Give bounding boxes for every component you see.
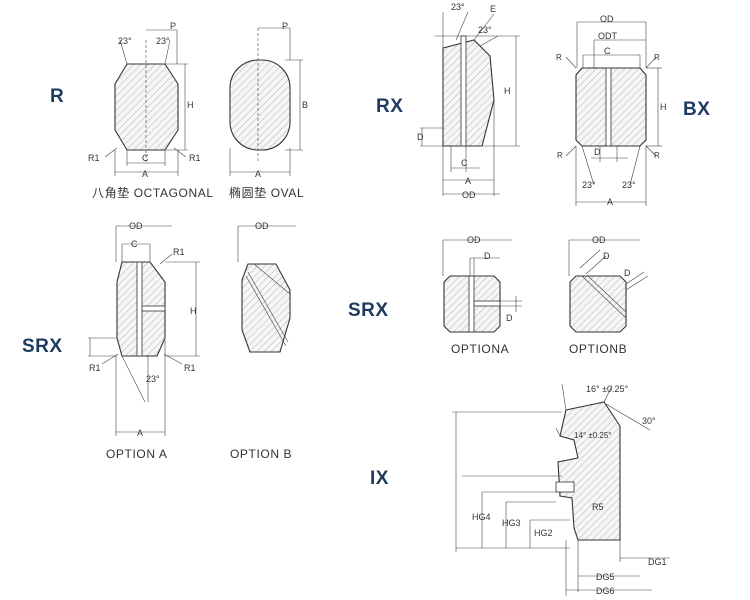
label-odt: ODT bbox=[598, 31, 618, 41]
caption-srx-optiona: OPTIONA bbox=[451, 342, 510, 356]
label-ix-dg5: DG5 bbox=[596, 572, 615, 582]
caption-srx-optionb: OPTIONB bbox=[569, 342, 628, 356]
label-srx-optiona-d-top: D bbox=[484, 251, 491, 261]
label-srx-optionb-d-right: D bbox=[624, 268, 631, 278]
label-bx-23-right: 23° bbox=[622, 180, 636, 190]
label-23-deg-left: 23° bbox=[118, 36, 132, 46]
srx-option-a-figure: OD C R1 H R1 R1 23° A bbox=[88, 221, 200, 438]
octagonal-ring-section bbox=[114, 63, 179, 151]
label-b: B bbox=[302, 100, 308, 110]
ix-ring-section bbox=[557, 401, 621, 541]
label-ix-hg4: HG4 bbox=[472, 512, 491, 522]
srx-optionb-ring-section bbox=[569, 275, 627, 333]
label-r1-right: R1 bbox=[189, 153, 201, 163]
label-ix-30: 30° bbox=[642, 416, 656, 426]
label-rx-d: D bbox=[417, 132, 424, 142]
label-a: A bbox=[142, 169, 148, 179]
label-srx-b-od: OD bbox=[255, 221, 269, 231]
label-bx-r-bl: R bbox=[557, 151, 563, 160]
label-rx-h: H bbox=[504, 86, 511, 96]
label-bx-d: D bbox=[594, 147, 601, 157]
r-octagonal-figure: 23° 23° P H C A R1 R1 bbox=[88, 21, 201, 179]
label-23-deg-right: 23° bbox=[156, 36, 170, 46]
label-bx-r-tl: R bbox=[556, 53, 562, 62]
ix-figure: 16° ±0.25° 14° ±0.25° 30° R5 HG4 HG3 HG2… bbox=[452, 383, 670, 596]
label-p-oval: P bbox=[282, 21, 288, 31]
srx-optiona-figure: OD D D bbox=[442, 235, 522, 333]
r-oval-figure: P B A bbox=[229, 21, 308, 179]
group-label-srx-right: SRX bbox=[348, 300, 389, 321]
caption-srx-option-b: OPTION B bbox=[230, 447, 293, 461]
label-srx-a-h: H bbox=[190, 306, 197, 316]
label-ix-dg1: DG1 bbox=[648, 557, 667, 567]
group-label-ix: IX bbox=[370, 468, 389, 489]
caption-srx-option-a: OPTION A bbox=[106, 447, 168, 461]
label-rx-23-top: 23° bbox=[451, 2, 465, 12]
label-srx-a-a: A bbox=[137, 428, 143, 438]
label-e: E bbox=[490, 4, 496, 14]
label-ix-dg6: DG6 bbox=[596, 586, 615, 596]
label-bx-23-left: 23° bbox=[582, 180, 596, 190]
srx-option-b-figure: OD bbox=[237, 221, 296, 353]
rx-figure: 23° E 23° H D C A OD bbox=[417, 2, 520, 200]
label-rx-a: A bbox=[465, 176, 471, 186]
label-srx-a-r1-left: R1 bbox=[89, 363, 101, 373]
label-ix-r5: R5 bbox=[592, 502, 604, 512]
bx-figure: OD ODT C R R H R R D 23° 23° A bbox=[556, 14, 667, 207]
label-srx-a-r1-top: R1 bbox=[173, 247, 185, 257]
label-bx-od: OD bbox=[600, 14, 614, 24]
srx-b-ring-section bbox=[241, 263, 291, 353]
label-rx-od: OD bbox=[462, 190, 476, 200]
group-label-r: R bbox=[50, 86, 65, 107]
label-srx-a-23: 23° bbox=[146, 374, 160, 384]
label-r1-left: R1 bbox=[88, 153, 100, 163]
rx-ring-section bbox=[442, 39, 495, 147]
label-srx-optiona-d-right: D bbox=[506, 313, 513, 323]
label-bx-a: A bbox=[607, 197, 613, 207]
label-a-oval: A bbox=[255, 169, 261, 179]
srx-optionb-figure: OD D D bbox=[568, 235, 649, 333]
label-bx-r-br: R bbox=[654, 151, 660, 160]
label-ix-hg2: HG2 bbox=[534, 528, 553, 538]
caption-oval: 椭圆垫 OVAL bbox=[229, 186, 305, 200]
group-label-bx: BX bbox=[683, 99, 711, 120]
oval-ring-section bbox=[229, 59, 291, 151]
label-srx-a-r1-right: R1 bbox=[184, 363, 196, 373]
label-h: H bbox=[187, 100, 194, 110]
label-ix-14: 14° ±0.25° bbox=[574, 431, 611, 440]
label-rx-23-right: 23° bbox=[478, 25, 492, 35]
group-label-rx: RX bbox=[376, 96, 404, 117]
group-label-srx-left: SRX bbox=[22, 336, 63, 357]
label-ix-hg3: HG3 bbox=[502, 518, 521, 528]
label-srx-a-c: C bbox=[131, 239, 138, 249]
label-bx-r-tr: R bbox=[654, 53, 660, 62]
label-srx-a-od: OD bbox=[129, 221, 143, 231]
caption-octagonal: 八角垫 OCTAGONAL bbox=[92, 186, 214, 200]
label-srx-optionb-od: OD bbox=[592, 235, 606, 245]
label-bx-h: H bbox=[660, 102, 667, 112]
label-c: C bbox=[142, 153, 149, 163]
label-srx-optiona-od: OD bbox=[467, 235, 481, 245]
label-ix-16: 16° ±0.25° bbox=[586, 384, 629, 394]
label-srx-optionb-d-top: D bbox=[603, 251, 610, 261]
label-p: P bbox=[170, 21, 176, 31]
label-rx-c: C bbox=[461, 158, 468, 168]
label-bx-c: C bbox=[604, 46, 611, 56]
